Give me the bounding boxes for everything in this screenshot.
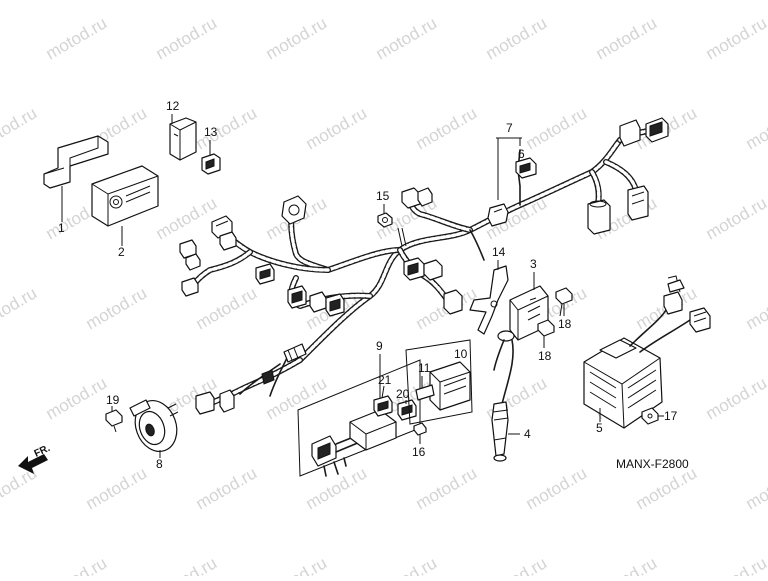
watermark-text: motod.ru [703,13,768,63]
callout-17: 17 [658,409,678,423]
watermark-text: motod.ru [43,373,111,423]
callout-label: 2 [118,245,125,259]
stay-part-14 [470,266,508,334]
watermark-text: motod.ru [523,463,591,513]
callout-label: 18 [558,317,572,331]
callout-label: 11 [418,361,431,375]
callout-label: 18 [538,349,552,363]
callout-label: 9 [376,339,383,353]
callout-label: 15 [376,189,390,203]
callout-6: 6 [518,147,525,161]
control-unit-part-2 [92,166,158,226]
callout-label: 5 [596,421,603,435]
callout-label: 6 [518,147,525,161]
diagram-code: MANX-F2800 [616,457,689,471]
connector-part-6 [516,158,536,178]
callout-label: 21 [378,373,392,387]
callout-label: 19 [106,393,120,407]
callout-label: 8 [156,457,163,471]
front-direction-label: FR. [33,443,52,460]
callout-1: 1 [58,186,65,235]
watermark-text: motod.ru [83,463,151,513]
relay-part-12 [170,118,196,160]
callout-label: 14 [492,245,506,259]
callout-label: 13 [204,125,218,139]
bolt-part-19 [106,410,122,432]
callout-label: 7 [506,121,513,135]
callout-label: 12 [166,99,180,113]
watermark-text: motod.ru [193,283,261,333]
watermark-text: motod.ru [373,13,441,63]
callout-label: 17 [664,409,678,423]
callout-2: 2 [118,226,125,259]
callout-8: 8 [156,450,163,471]
callout-3: 3 [530,257,537,290]
callout-label: 20 [396,387,410,401]
watermark-text: motod.ru [743,283,768,333]
bolt-part-18-lower [538,320,554,344]
watermark-text: motod.ru [303,103,371,153]
watermark-text: motod.ru [593,553,661,576]
callout-4: 4 [508,427,531,441]
watermark-text: motod.ru [703,193,768,243]
watermark-text: motod.ru [153,553,221,576]
watermark-text: motod.ru [0,283,40,333]
watermark-text: motod.ru [743,463,768,513]
watermark-text: motod.ru [0,463,40,513]
watermark-text: motod.ru [703,373,768,423]
callout-16: 16 [412,434,426,459]
callout-19: 19 [106,393,120,412]
callout-9: 9 [376,339,383,398]
watermark-text: motod.ru [523,103,591,153]
watermark-text: motod.ru [743,103,768,153]
callout-12: 12 [166,99,180,124]
watermark-text: motod.ru [483,13,551,63]
watermark-text: motod.ru [43,553,111,576]
watermark-text: motod.ru [153,13,221,63]
watermark-text: motod.ru [373,553,441,576]
watermark-text: motod.ru [193,103,261,153]
callout-15: 15 [376,189,390,214]
horn-part-8 [128,395,183,458]
watermark-text: motod.ru [593,13,661,63]
callout-label: 10 [454,347,468,361]
watermark-text: motod.ru [43,13,111,63]
callout-18-lower: 18 [538,336,552,363]
watermark-text: motod.ru [83,283,151,333]
callout-label: 1 [58,221,65,235]
callout-label: 16 [412,445,426,459]
watermark-text: motod.ru [483,553,551,576]
watermark-text: motod.ru [413,103,481,153]
callout-label: 3 [530,257,537,271]
watermark-text: motod.ru [153,193,221,243]
bracket-part-1 [44,136,108,188]
watermark-text: motod.ru [263,553,331,576]
watermark-text: motod.ru [193,463,261,513]
watermark-text: motod.ru [0,103,40,153]
watermark-text: motod.ru [263,13,331,63]
callout-label: 4 [524,427,531,441]
plug-cap-part-4 [492,402,508,461]
connector-part-13 [202,154,220,174]
callout-10: 10 [454,347,468,361]
watermark-text: motod.ru [413,463,481,513]
watermark-text: motod.ru [703,553,768,576]
bolt-part-17 [642,408,658,424]
